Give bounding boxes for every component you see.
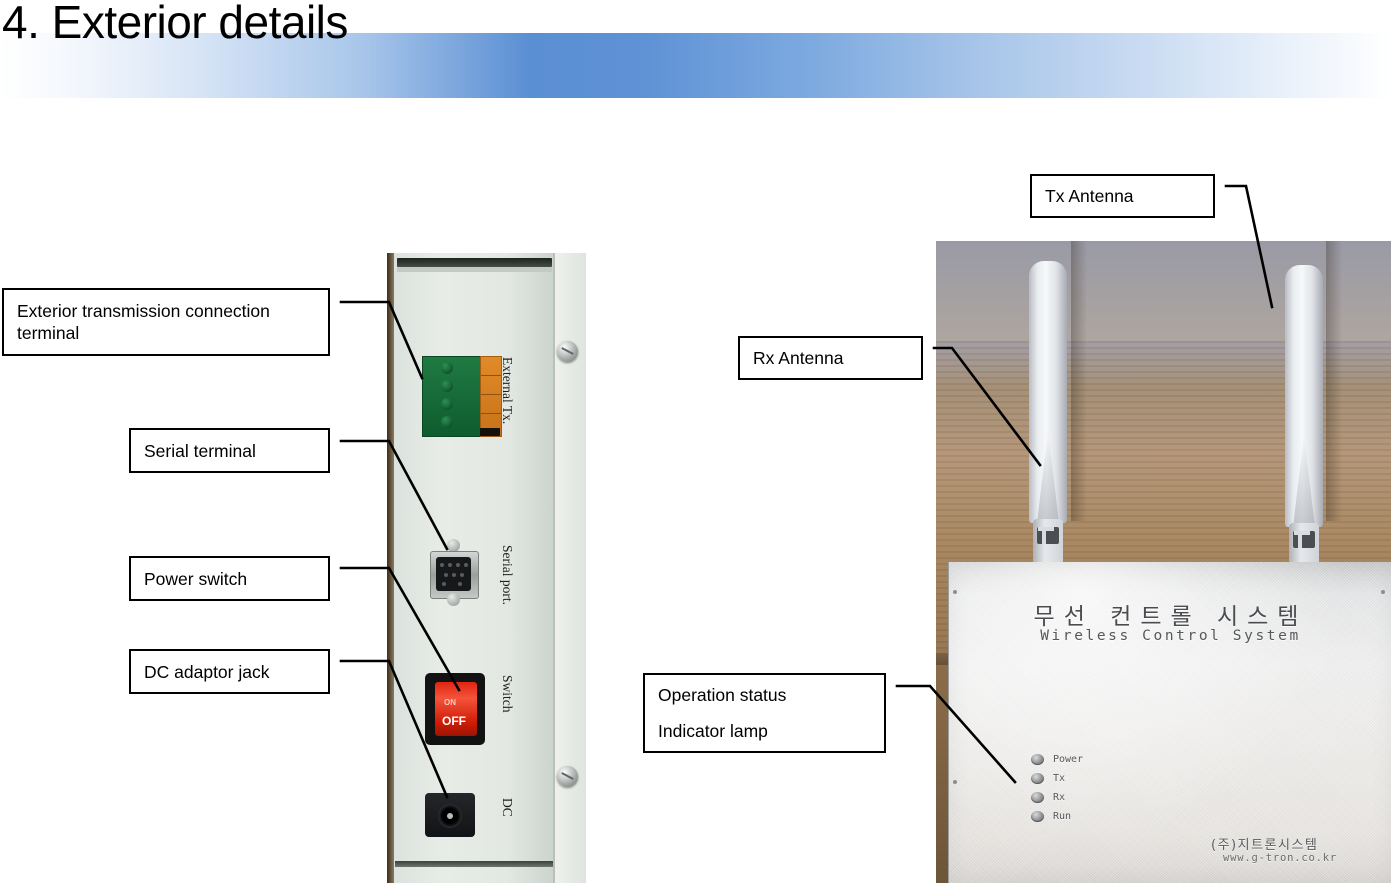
unit-surface-texture — [949, 562, 1391, 883]
switch-label: Switch — [500, 675, 515, 713]
led-run — [1031, 811, 1044, 822]
serial-port-db9 — [430, 539, 479, 606]
dc-jack-center-pin — [447, 813, 453, 819]
external-tx-label: External Tx. — [500, 357, 515, 425]
callout-power-switch: Power switch — [129, 556, 330, 601]
callout-line: Serial terminal — [144, 440, 256, 461]
callout-line: Power switch — [144, 568, 248, 589]
rx-antenna-shadow — [1071, 241, 1087, 521]
led-label-run: Run — [1053, 811, 1072, 822]
callout-line: Operation status — [658, 685, 787, 705]
terminal-block-shadow — [480, 428, 500, 436]
callout-tx-antenna: Tx Antenna — [1030, 174, 1215, 218]
panel-left-dark-edge — [387, 253, 394, 883]
led-label-tx: Tx — [1053, 773, 1066, 784]
callout-exterior-transmission-connection-terminal: Exterior transmission connection termina… — [2, 288, 330, 356]
brand-website: www.g-tron.co.kr — [1223, 852, 1337, 864]
title-gradient-band — [0, 33, 1391, 98]
rocker-red-face: ON OFF — [435, 682, 477, 736]
unit-hole-top-right — [1381, 590, 1385, 594]
callout-line: Rx Antenna — [753, 348, 844, 368]
page-title: 4. Exterior details — [2, 0, 348, 48]
led-label-power: Power — [1053, 754, 1084, 765]
rocker-on-label: ON — [444, 698, 456, 707]
brand-company-ko: (주)지트론시스템 — [1211, 838, 1319, 853]
callout-line: Exterior transmission connection — [17, 301, 270, 321]
faceplate-title-ko: 무선 컨트롤 시스템 — [1033, 604, 1308, 630]
unit-hole-bottom — [953, 780, 957, 784]
callout-line: Indicator lamp — [658, 721, 768, 741]
callout-line: DC adaptor jack — [144, 661, 270, 682]
panel-screw-bottom — [557, 766, 578, 787]
panel-bottom-bar — [395, 861, 553, 867]
callout-operation-status-indicator-lamp: Operation status Indicator lamp — [643, 673, 886, 753]
callout-serial-terminal: Serial terminal — [129, 428, 330, 473]
wireless-control-unit: 무선 컨트롤 시스템 Wireless Control System Power… — [948, 562, 1391, 883]
callout-dc-adaptor-jack: DC adaptor jack — [129, 649, 330, 694]
panel-top-bar — [397, 258, 552, 267]
external-tx-orange-connector — [480, 356, 502, 437]
dc-label: DC — [500, 798, 515, 817]
dc-adaptor-jack — [425, 793, 475, 837]
rear-panel-photo: External Tx. Serial port. ON OFF Switch — [387, 253, 586, 883]
callout-rx-antenna: Rx Antenna — [738, 336, 923, 380]
external-tx-terminal-block — [422, 356, 482, 437]
panel-top-bar-secondary — [397, 267, 552, 272]
unit-hole-top — [953, 590, 957, 594]
tx-antenna-shadow — [1326, 241, 1342, 521]
led-tx — [1031, 773, 1044, 784]
serial-port-label: Serial port. — [500, 545, 515, 605]
faceplate-title-en: Wireless Control System — [1040, 628, 1301, 644]
led-rx — [1031, 792, 1044, 803]
callout-line: Tx Antenna — [1045, 186, 1134, 206]
panel-seam — [553, 253, 555, 883]
led-label-rx: Rx — [1053, 792, 1066, 803]
led-power — [1031, 754, 1044, 765]
panel-screw-top — [557, 341, 578, 362]
unit-photo: 무선 컨트롤 시스템 Wireless Control System Power… — [936, 241, 1391, 883]
callout-line: terminal — [17, 323, 80, 343]
rocker-off-label: OFF — [442, 714, 466, 728]
power-rocker-switch[interactable]: ON OFF — [425, 673, 485, 745]
